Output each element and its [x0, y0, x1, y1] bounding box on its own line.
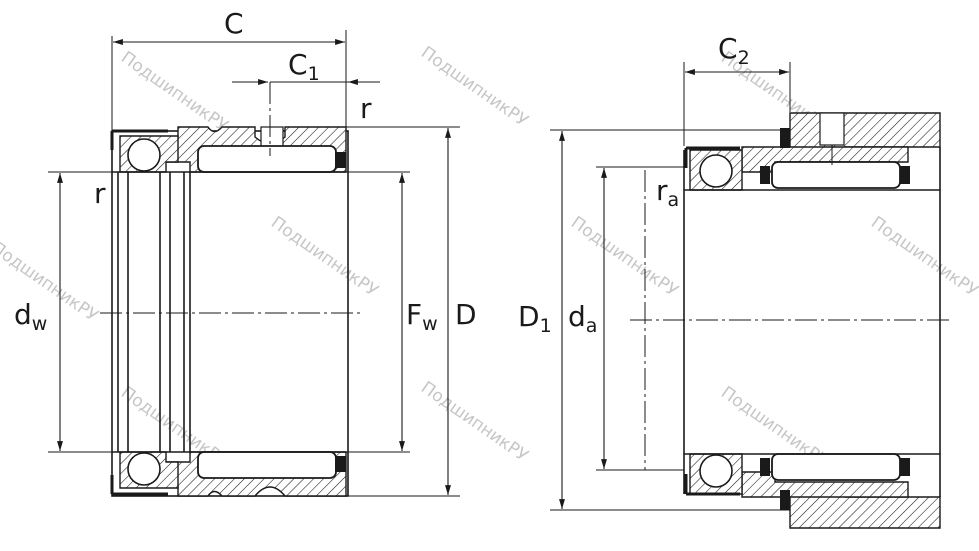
label-c1-main: C — [288, 48, 308, 81]
right-seal-top-right — [900, 166, 910, 184]
watermark-5: ПодшипникРУ — [267, 213, 382, 302]
label-ra-sub: a — [668, 189, 680, 211]
right-shield-top — [684, 146, 740, 168]
watermarks: ПодшипникРУ ПодшипникРУ ПодшипникРУ Подш… — [0, 43, 979, 472]
right-seal-bottom-right — [900, 458, 910, 476]
watermark-7: ПодшипникРУ — [867, 213, 979, 302]
label-da-sub: a — [586, 315, 598, 337]
label-dw-sub: w — [32, 313, 48, 335]
label-r-left: r — [94, 177, 106, 210]
right-roller-bottom — [771, 453, 901, 481]
label-d1: D1 — [518, 300, 552, 337]
label-c2-main: C — [718, 32, 738, 65]
shield-top — [110, 129, 168, 150]
label-dw-main: d — [14, 298, 32, 331]
right-seal-lower — [780, 490, 790, 510]
label-fw: Fw — [406, 298, 438, 335]
needle-roller-bottom — [197, 451, 337, 479]
right-roller-top — [771, 161, 901, 189]
right-seal-bottom-left — [760, 458, 770, 476]
label-c2: C2 — [718, 32, 750, 69]
label-c1-sub: 1 — [308, 63, 320, 85]
label-da-main: d — [568, 300, 586, 333]
label-c1: C1 — [288, 48, 320, 85]
ball-bottom — [127, 452, 161, 486]
right-bearing-view: C2 ra D1 da — [518, 32, 950, 529]
right-seal-top-left — [760, 166, 770, 184]
shield-bottom — [110, 475, 168, 496]
label-d1-sub: 1 — [540, 315, 552, 337]
right-ball-top — [699, 154, 733, 188]
seal-top-right — [335, 152, 346, 168]
ball-top — [127, 138, 161, 172]
label-da: da — [568, 300, 597, 337]
needle-roller-top — [197, 145, 337, 173]
label-d1-main: D — [518, 300, 540, 333]
label-ra-main: r — [656, 174, 668, 207]
right-shield-bottom — [684, 474, 740, 496]
watermark-1: ПодшипникРУ — [117, 48, 232, 137]
label-d: D — [455, 298, 477, 331]
label-fw-sub: w — [422, 313, 438, 335]
label-c2-sub: 2 — [738, 47, 750, 69]
lube-hole-top — [260, 126, 284, 148]
watermark-2: ПодшипникРУ — [417, 43, 532, 132]
left-bearing-view: C C1 r r dw Fw D — [14, 7, 477, 497]
label-ra: ra — [656, 174, 679, 211]
right-seal-upper — [780, 128, 790, 148]
label-r-top: r — [360, 92, 372, 125]
label-dw: dw — [14, 298, 47, 335]
watermark-9: ПодшипникРУ — [417, 378, 532, 467]
watermark-6: ПодшипникРУ — [567, 213, 682, 302]
label-fw-main: F — [406, 298, 422, 331]
seal-bottom-right — [335, 456, 346, 472]
label-c: C — [224, 7, 244, 40]
right-ball-bottom — [699, 454, 733, 488]
housing-lube-hole — [819, 112, 845, 146]
